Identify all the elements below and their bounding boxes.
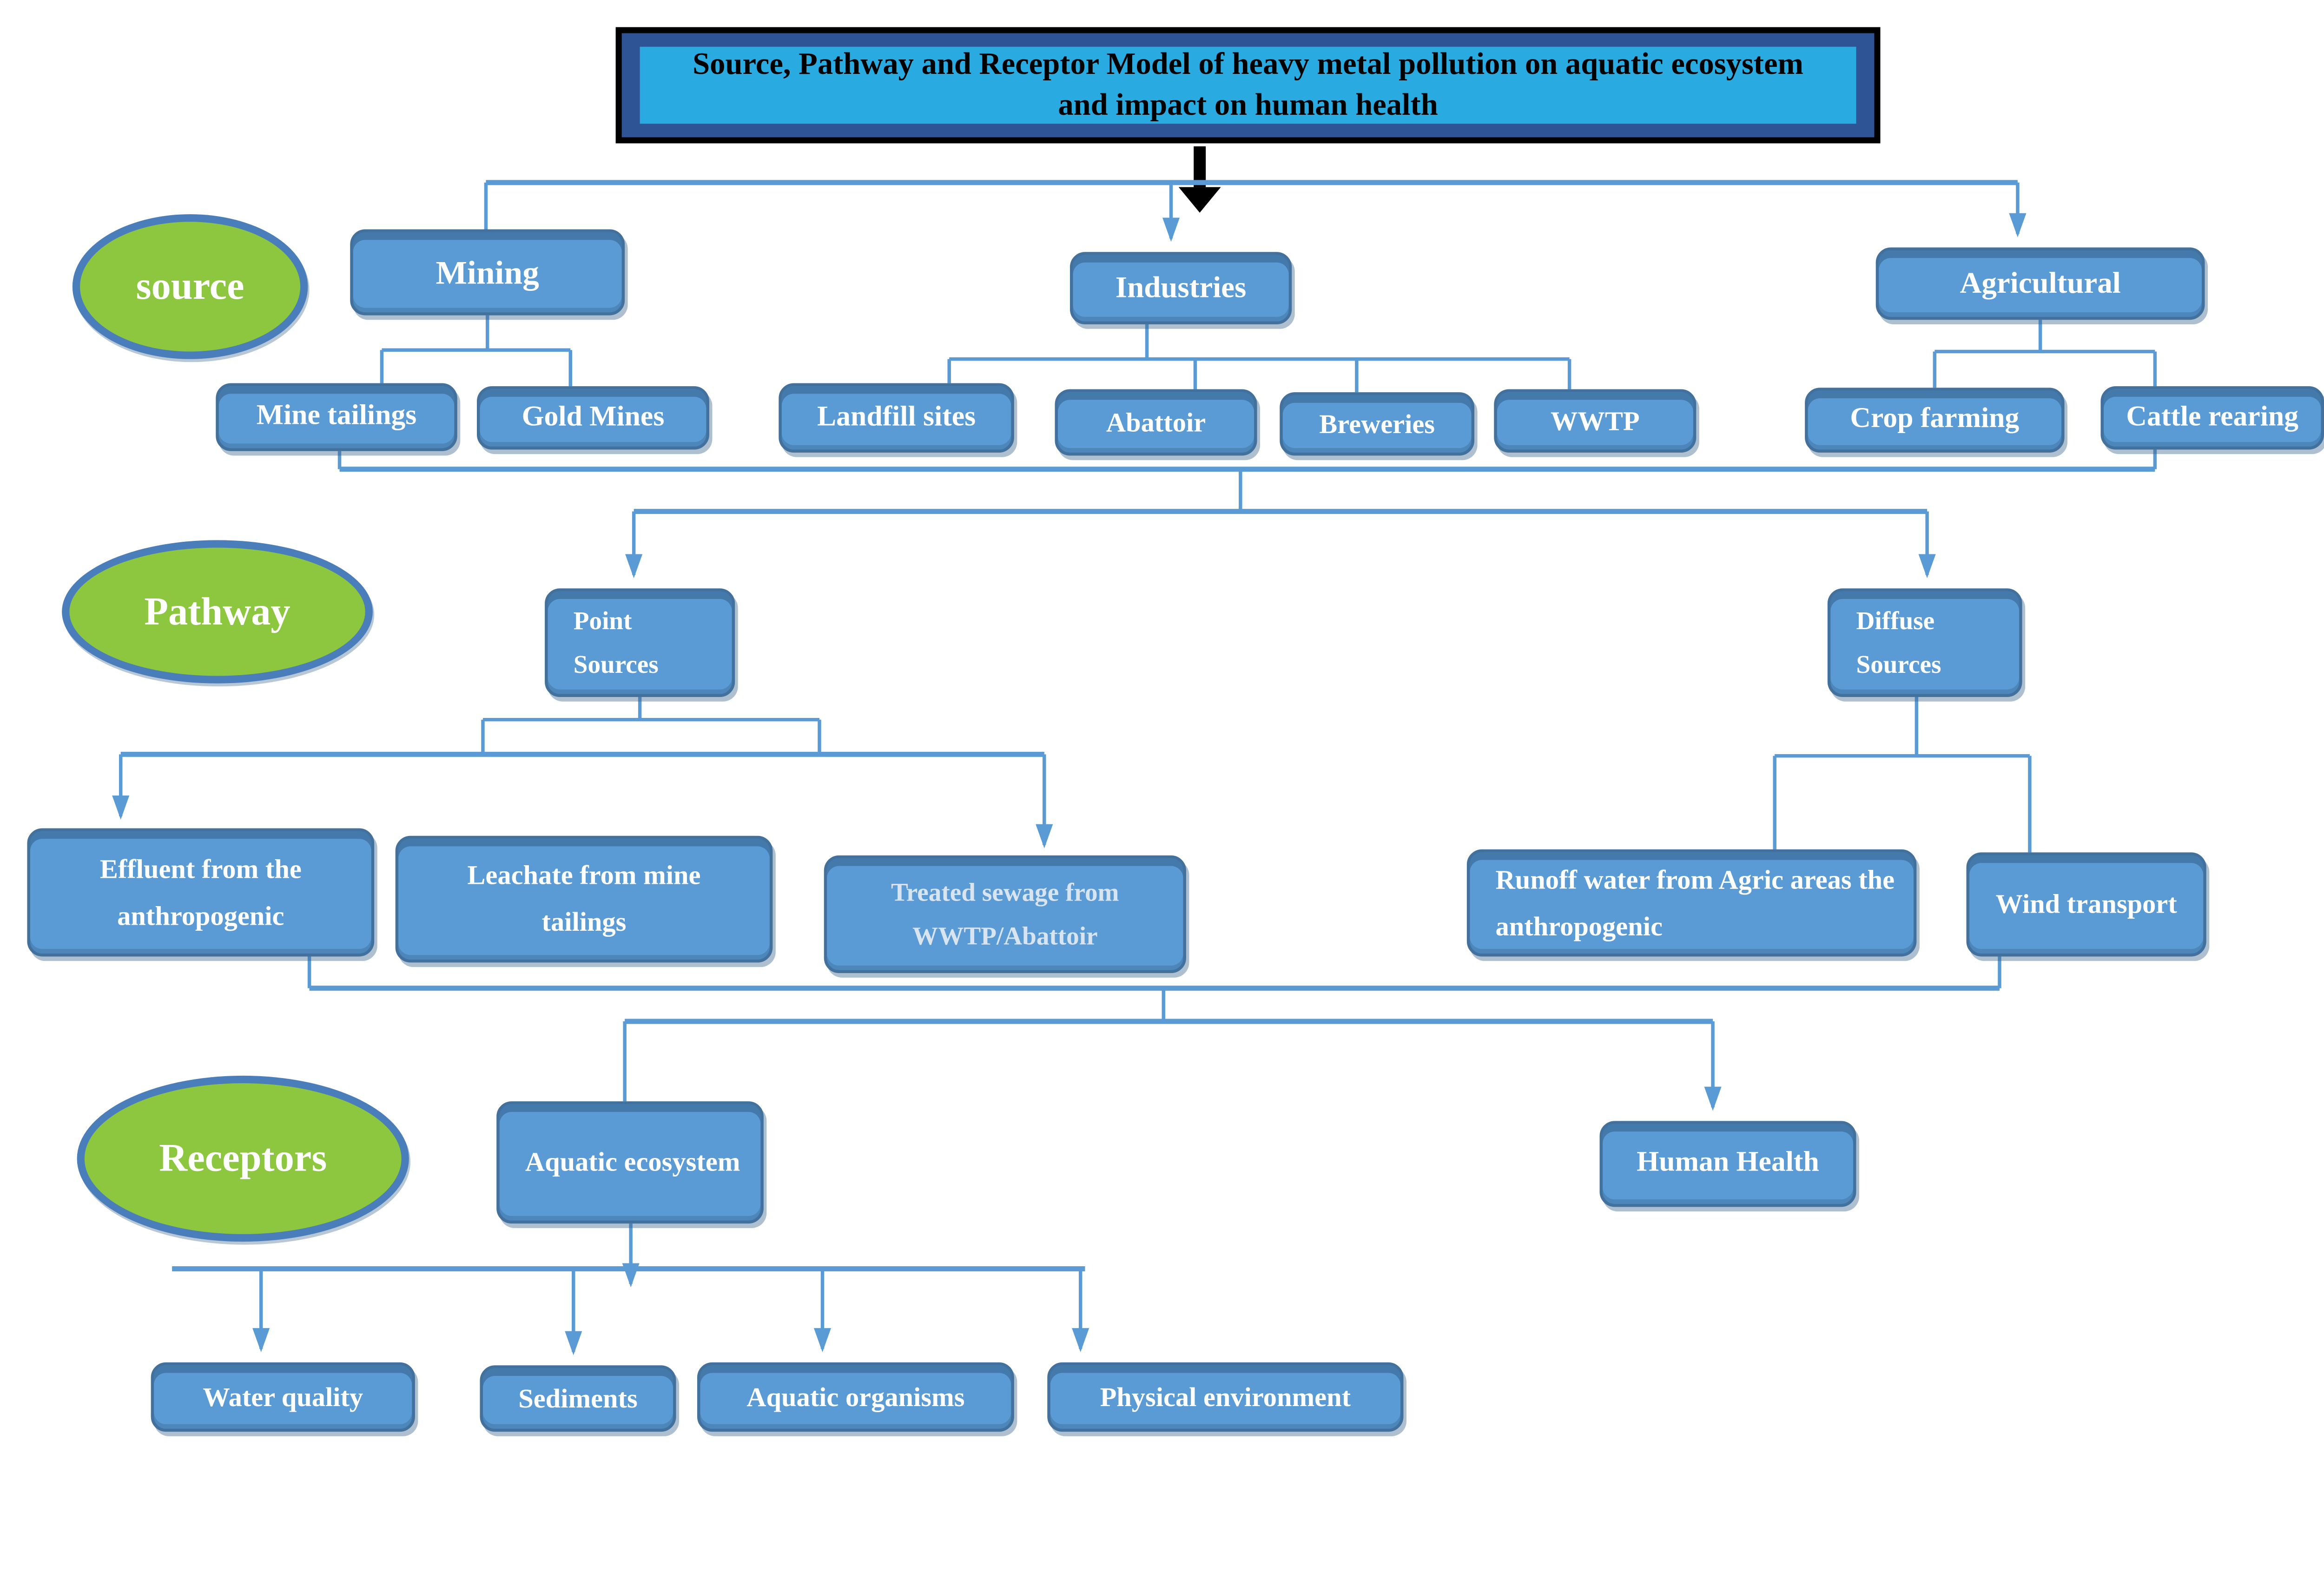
node-gold-mines: Gold Mines xyxy=(476,386,709,450)
node-agricultural: Agricultural xyxy=(1875,247,2205,320)
node-crop-farming: Crop farming xyxy=(1805,388,2065,453)
node-leachate: Leachate from mine tailings xyxy=(395,835,773,963)
node-wind-transport: Wind transport xyxy=(1966,852,2206,957)
wires-ecosystem-children xyxy=(172,1223,1089,1355)
node-treated-sewage: Treated sewage from WWTP/Abattoir xyxy=(824,855,1186,973)
stage-label-receptors: Receptors xyxy=(159,1136,327,1180)
node-runoff: Runoff water from Agric areas the anthro… xyxy=(1466,849,1917,957)
node-industries: Industries xyxy=(1070,252,1292,325)
node-aquatic-ecosystem: Aquatic ecosystem xyxy=(496,1101,764,1224)
node-diffuse-sources: Diffuse Sources xyxy=(1827,588,2022,697)
node-mine-tailings: Mine tailings xyxy=(216,383,457,451)
node-wwtp: WWTP xyxy=(1494,389,1697,453)
stage-ellipse-pathway: Pathway xyxy=(62,540,373,684)
node-abattoir: Abattoir xyxy=(1055,389,1257,456)
wires-point-children xyxy=(112,697,1053,848)
title-banner: Source, Pathway and Receptor Model of he… xyxy=(615,27,1881,144)
node-water-quality: Water quality xyxy=(151,1362,415,1432)
node-breweries: Breweries xyxy=(1280,392,1475,456)
node-landfill-sites: Landfill sites xyxy=(779,383,1014,453)
node-aquatic-organisms: Aquatic organisms xyxy=(697,1362,1014,1432)
stage-ellipse-receptors: Receptors xyxy=(77,1075,409,1242)
node-cattle-rearing: Cattle rearing xyxy=(2100,386,2324,450)
spr-model-diagram: Source, Pathway and Receptor Model of he… xyxy=(27,27,2324,1432)
node-mining: Mining xyxy=(350,229,625,316)
wires-diffuse-children xyxy=(1773,697,2032,853)
stage-ellipse-source: source xyxy=(72,214,308,359)
node-sediments: Sediments xyxy=(480,1365,676,1432)
wires-pathway xyxy=(337,449,2157,579)
stage-label-pathway: Pathway xyxy=(144,589,290,633)
stage-label-source: source xyxy=(136,264,244,308)
title-down-arrow xyxy=(1178,146,1221,213)
node-physical-environment: Physical environment xyxy=(1047,1362,1404,1432)
node-effluent: Effluent from the anthropogenic xyxy=(27,828,375,957)
node-point-sources: Point Sources xyxy=(545,588,735,697)
wires-receptors xyxy=(307,956,2001,1111)
title-text: Source, Pathway and Receptor Model of he… xyxy=(640,46,1856,124)
node-human-health: Human Health xyxy=(1599,1121,1856,1207)
